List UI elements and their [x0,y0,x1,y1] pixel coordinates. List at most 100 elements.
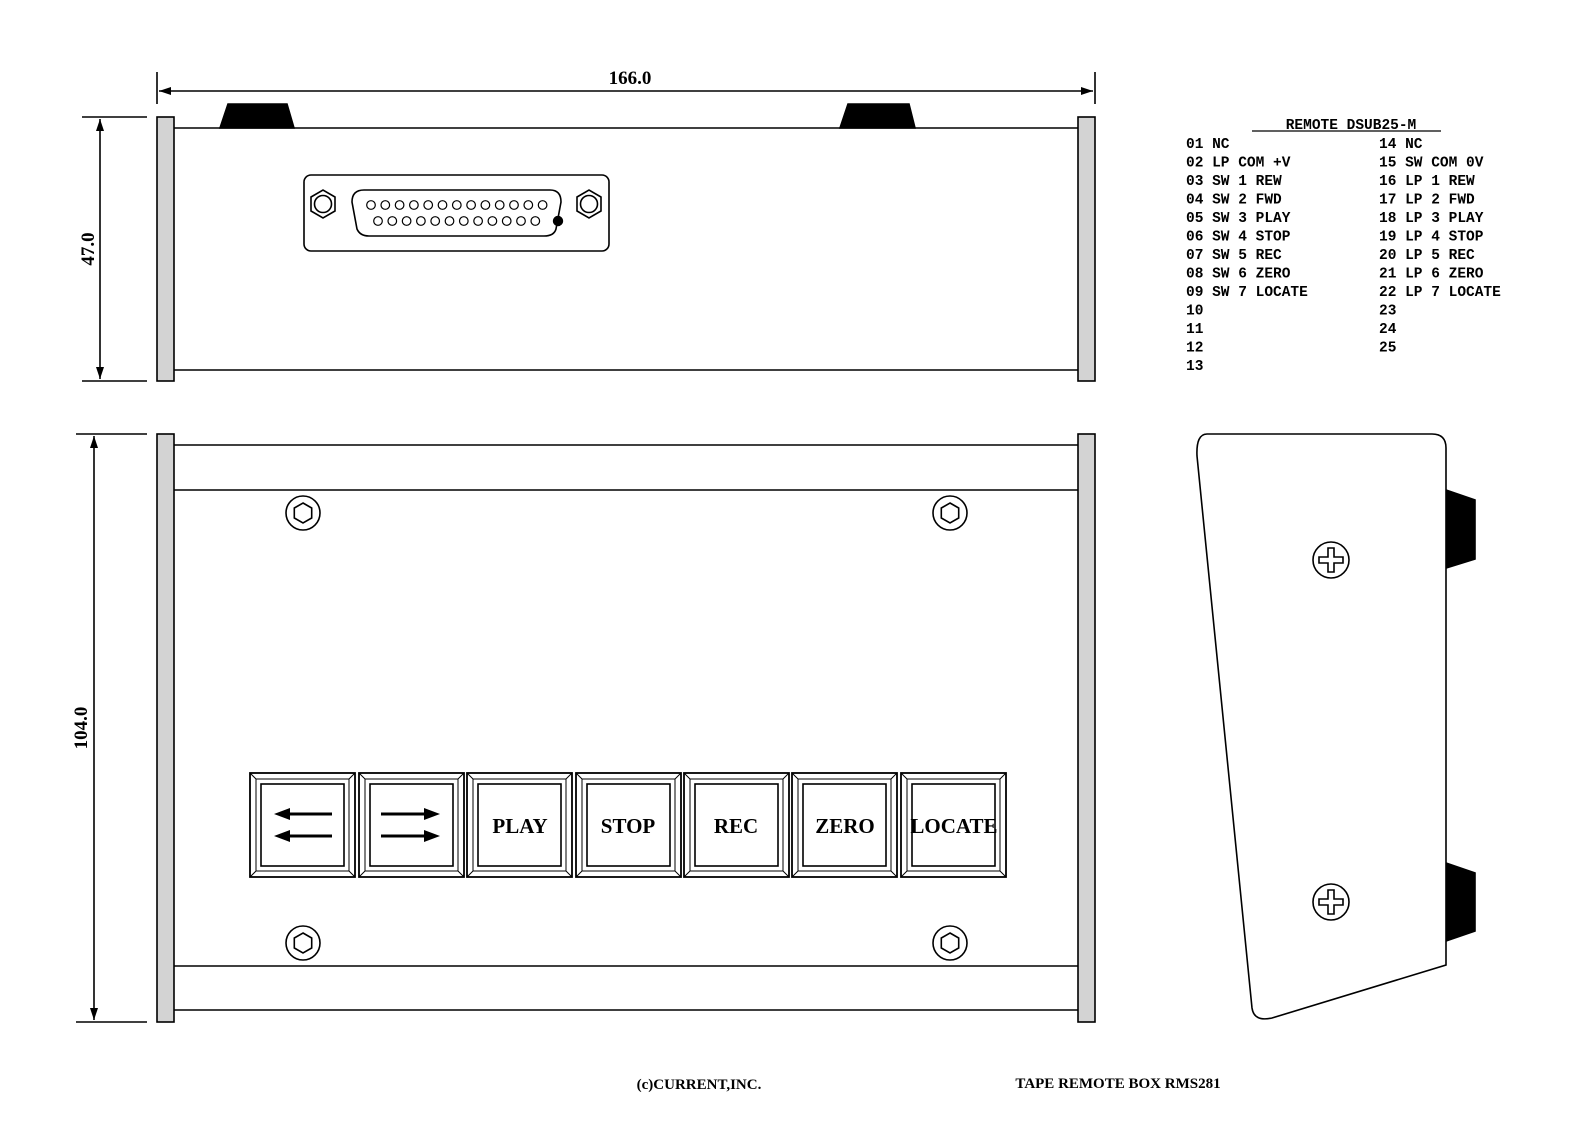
dsub-pin [480,200,491,210]
dsub-pin [373,216,383,226]
pin-entry-right: 21 LP 6 ZERO [1379,267,1484,283]
standoff-hole-right [579,194,599,214]
button-play[interactable]: PLAY [466,772,573,878]
pin-entry-right: 20 LP 5 REC [1379,248,1475,264]
pin-entry-left: 07 SW 5 REC [1186,248,1282,264]
pin-entry-right: 15 SW COM 0V [1379,156,1484,172]
dsub-pin [409,200,419,210]
pin-entry-right: 19 LP 4 STOP [1379,230,1484,246]
pin-entry-left: 13 [1186,359,1203,375]
rewind-arrows-icon [274,808,332,842]
dsub-pin [516,216,526,226]
hex-screw-top-right [932,495,968,531]
dsub-pin [458,216,469,226]
hex-screw-bottom-right [932,925,968,961]
pin-entry-left: 05 SW 3 PLAY [1186,211,1291,227]
width-dimension-label: 166.0 [609,68,652,89]
end-plate-right [1077,116,1096,382]
pinout-left-column: 01 NC 02 LP COM +V 03 SW 1 REW 04 SW 2 FWD 0… [1186,137,1308,375]
hex-screw-bottom-left [285,925,321,961]
dsub-pin [466,200,477,210]
pin-entry-right: 25 [1379,341,1396,357]
button-rewind[interactable] [249,772,356,878]
dsub-shell [351,189,562,237]
end-plate-left [156,116,175,382]
pinout-table: REMOTE DSUB25-M 01 NC 02 LP COM +V 03 SW 1… [1186,118,1501,375]
pins-row-bottom [373,215,564,227]
foot-left [218,103,296,129]
hex-screw-top-left [285,495,321,531]
pin-entry-left: 04 SW 2 FWD [1186,193,1282,209]
dsub-pin [501,216,512,226]
dsub-pin [387,216,398,226]
phillips-screw-upper [1312,541,1350,579]
dsub-pin [523,200,534,210]
pinout-title: REMOTE DSUB25-M [1286,118,1417,134]
end-plate-left-top [156,433,175,1023]
button-rec[interactable]: REC [683,772,790,878]
side-profile [1196,433,1447,1020]
standoff-hole-left [313,194,333,214]
dsub-pin [530,216,541,226]
pin-entry-right: 16 LP 1 REW [1379,174,1475,190]
dsub-pin [509,200,519,210]
dsub-pin [437,200,448,210]
dsub-pin [537,200,548,210]
play-button-label: PLAY [492,814,547,838]
pin-entry-left: 09 SW 7 LOCATE [1186,285,1308,301]
pin-entry-left: 02 LP COM +V [1186,156,1291,172]
stop-button-label: STOP [601,814,656,838]
dsub-pin [394,200,405,210]
dsub-pin [423,200,434,210]
pin-entry-right: 17 LP 2 FWD [1379,193,1475,209]
button-stop[interactable]: STOP [575,772,682,878]
pin-entry-left: 06 SW 4 STOP [1186,230,1291,246]
drawing-title: TAPE REMOTE BOX RMS281 [1015,1076,1220,1092]
pinout-right-column: 14 NC 15 SW COM 0V 16 LP 1 REW 17 LP 2 FWD 1… [1379,137,1501,357]
dsub-pin [430,216,441,226]
button-row: PLAY STOP REC [249,772,1007,878]
dsub-pin [487,216,498,226]
pin-entry-left: 03 SW 1 REW [1186,174,1282,190]
height-dimension-label: 47.0 [78,232,99,265]
phillips-screw-lower [1312,883,1350,921]
dsub-pin [380,200,391,210]
button-zero[interactable]: ZERO [791,772,898,878]
button-forward[interactable] [358,772,465,878]
dsub-pin [416,216,426,226]
hex-standoff-left [310,189,336,219]
side-foot-bottom [1445,861,1476,943]
forward-arrows-icon [381,808,440,842]
dsub-pin [401,216,412,226]
front-view [82,72,1096,382]
pin-entry-left: 01 NC [1186,137,1230,153]
dsub-pin [451,200,462,210]
top-view: PLAY STOP REC [76,433,1096,1023]
rec-button-label: REC [714,814,758,838]
pin-entry-left: 10 [1186,304,1203,320]
zero-button-label: ZERO [815,814,875,838]
pin-1-marker [552,215,564,227]
end-plate-right-top [1077,433,1096,1023]
hex-standoff-right [576,189,602,219]
dsub-pin [444,216,455,226]
side-foot-top [1445,488,1476,570]
dsub-pin [366,200,376,210]
pin-entry-left: 08 SW 6 ZERO [1186,267,1291,283]
copyright-text: (c)CURRENT,INC. [637,1077,762,1093]
depth-dimension-label: 104.0 [71,707,92,750]
pin-entry-right: 23 [1379,304,1396,320]
side-view [1196,433,1476,1020]
dsub-pin [473,216,484,226]
pins-row-top [366,200,548,210]
pin-entry-right: 22 LP 7 LOCATE [1379,285,1501,301]
dsub25-connector [303,174,610,252]
pin-entry-right: 18 LP 3 PLAY [1379,211,1484,227]
pin-entry-right: 14 NC [1379,137,1423,153]
button-locate[interactable]: LOCATE [900,772,1007,878]
locate-button-label: LOCATE [910,814,997,838]
pin-entry-right: 24 [1379,322,1397,338]
foot-right [838,103,917,129]
